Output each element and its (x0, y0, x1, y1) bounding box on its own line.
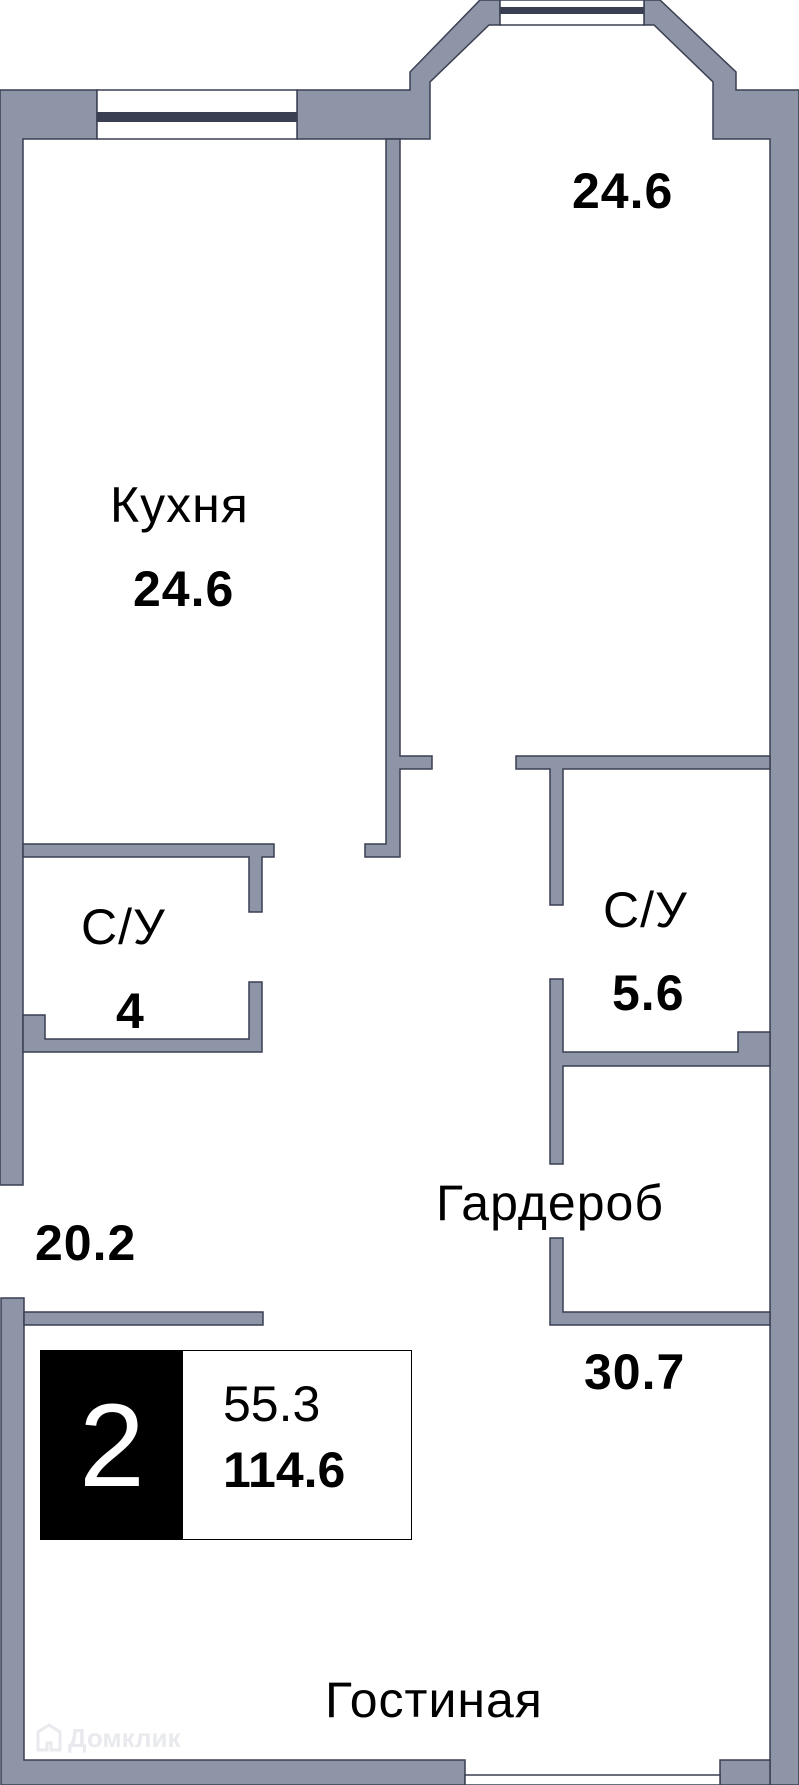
kitchen-name: Кухня (110, 477, 249, 533)
living-area: 55.3 (223, 1376, 321, 1432)
outer-wall-top-left (0, 89, 98, 1186)
wall-kitchen-bottom (22, 843, 275, 913)
outer-wall-bay-right (643, 0, 799, 1785)
apartment-summary-badge: 2 55.3 114.6 (40, 1350, 412, 1540)
bathroom-right-area: 5.6 (612, 965, 685, 1021)
bathroom-left-area: 4 (116, 983, 145, 1039)
house-logo-icon (36, 1723, 62, 1752)
watermark: Домклик (36, 1722, 180, 1754)
living-room-name: Гостиная (325, 1672, 543, 1728)
total-area: 114.6 (223, 1442, 346, 1498)
window-living (464, 1774, 721, 1785)
wall-bathroom-right-bottom (549, 978, 771, 1165)
outer-wall-top-middle (296, 0, 501, 140)
hallway-area: 20.2 (35, 1215, 137, 1271)
living-room-area: 30.7 (584, 1344, 686, 1400)
window-kitchen (96, 89, 298, 140)
wardrobe-name: Гардероб (436, 1175, 664, 1231)
wall-bathroom-left-bottom (22, 981, 263, 1053)
window-bedroom (499, 0, 645, 26)
wall-bedroom-bottom (515, 755, 771, 906)
bedroom-area: 24.6 (572, 163, 674, 219)
outer-wall-bottom-left (0, 1297, 466, 1785)
bathroom-left-name: С/У (81, 899, 166, 955)
kitchen-area: 24.6 (133, 561, 235, 617)
rooms-count: 2 (41, 1351, 183, 1539)
wall-kitchen-bedroom (364, 138, 433, 858)
watermark-text: Домклик (68, 1722, 181, 1753)
bathroom-right-name: С/У (603, 882, 688, 938)
wall-hallway-living (23, 1311, 264, 1326)
wall-wardrobe-bottom (549, 1237, 771, 1326)
outer-wall-bottom-right (719, 1759, 771, 1785)
